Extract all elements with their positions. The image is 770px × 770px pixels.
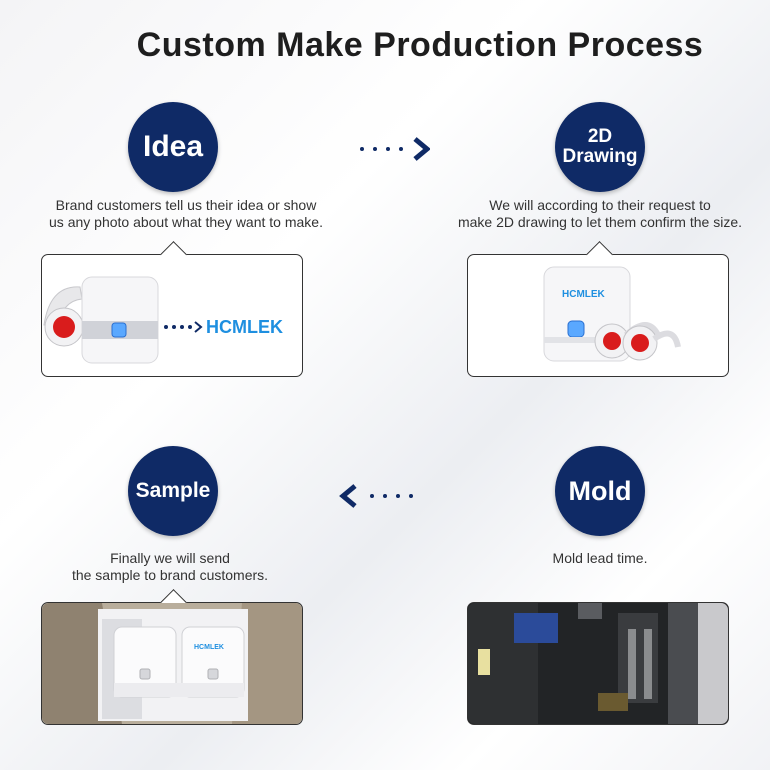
pendant-button-icon bbox=[603, 332, 621, 350]
svg-text:HCMLEK: HCMLEK bbox=[194, 644, 224, 651]
step-idea-badge: Idea bbox=[128, 102, 218, 192]
step-mold-badge: Mold bbox=[555, 446, 645, 536]
step-idea-label: Idea bbox=[142, 130, 204, 164]
step-sample-badge: Sample bbox=[128, 446, 218, 536]
step-2d-drawing-label-line1: 2D bbox=[587, 126, 613, 148]
step-sample-image: HCMLEK bbox=[41, 589, 303, 725]
brand-logo: HCMLEK bbox=[206, 317, 283, 337]
step-idea-description: Brand customers tell us their idea or sh… bbox=[49, 197, 323, 230]
step-sample-description: Finally we will send the sample to brand… bbox=[71, 550, 269, 583]
pendant-button-icon-2 bbox=[631, 334, 649, 352]
step-2d-drawing-description: We will according to their request to ma… bbox=[457, 197, 742, 230]
step-mold-label: Mold bbox=[568, 475, 632, 506]
mold-machine-photo bbox=[468, 603, 728, 724]
svg-text:HCMLEK: HCMLEK bbox=[562, 289, 606, 300]
sample-box-photo: HCMLEK bbox=[42, 603, 302, 724]
drawing-product-illustration: HCMLEK bbox=[543, 266, 681, 362]
step-idea-image: HCMLEK bbox=[41, 241, 303, 377]
arrow-right-icon bbox=[360, 137, 430, 161]
arrow-left-icon bbox=[338, 484, 422, 508]
step-mold-image bbox=[467, 602, 729, 725]
sos-button-icon bbox=[53, 316, 75, 338]
idea-product-illustration: HCMLEK bbox=[43, 276, 283, 364]
step-sample-label: Sample bbox=[135, 478, 211, 502]
page-title: Custom Make Production Process bbox=[136, 26, 704, 64]
step-2d-drawing-label-line2: Drawing bbox=[562, 146, 638, 167]
step-2d-drawing-image: HCMLEK bbox=[467, 241, 729, 377]
step-mold-description: Mold lead time. bbox=[552, 550, 648, 566]
step-2d-drawing-badge: 2D Drawing bbox=[555, 102, 645, 192]
